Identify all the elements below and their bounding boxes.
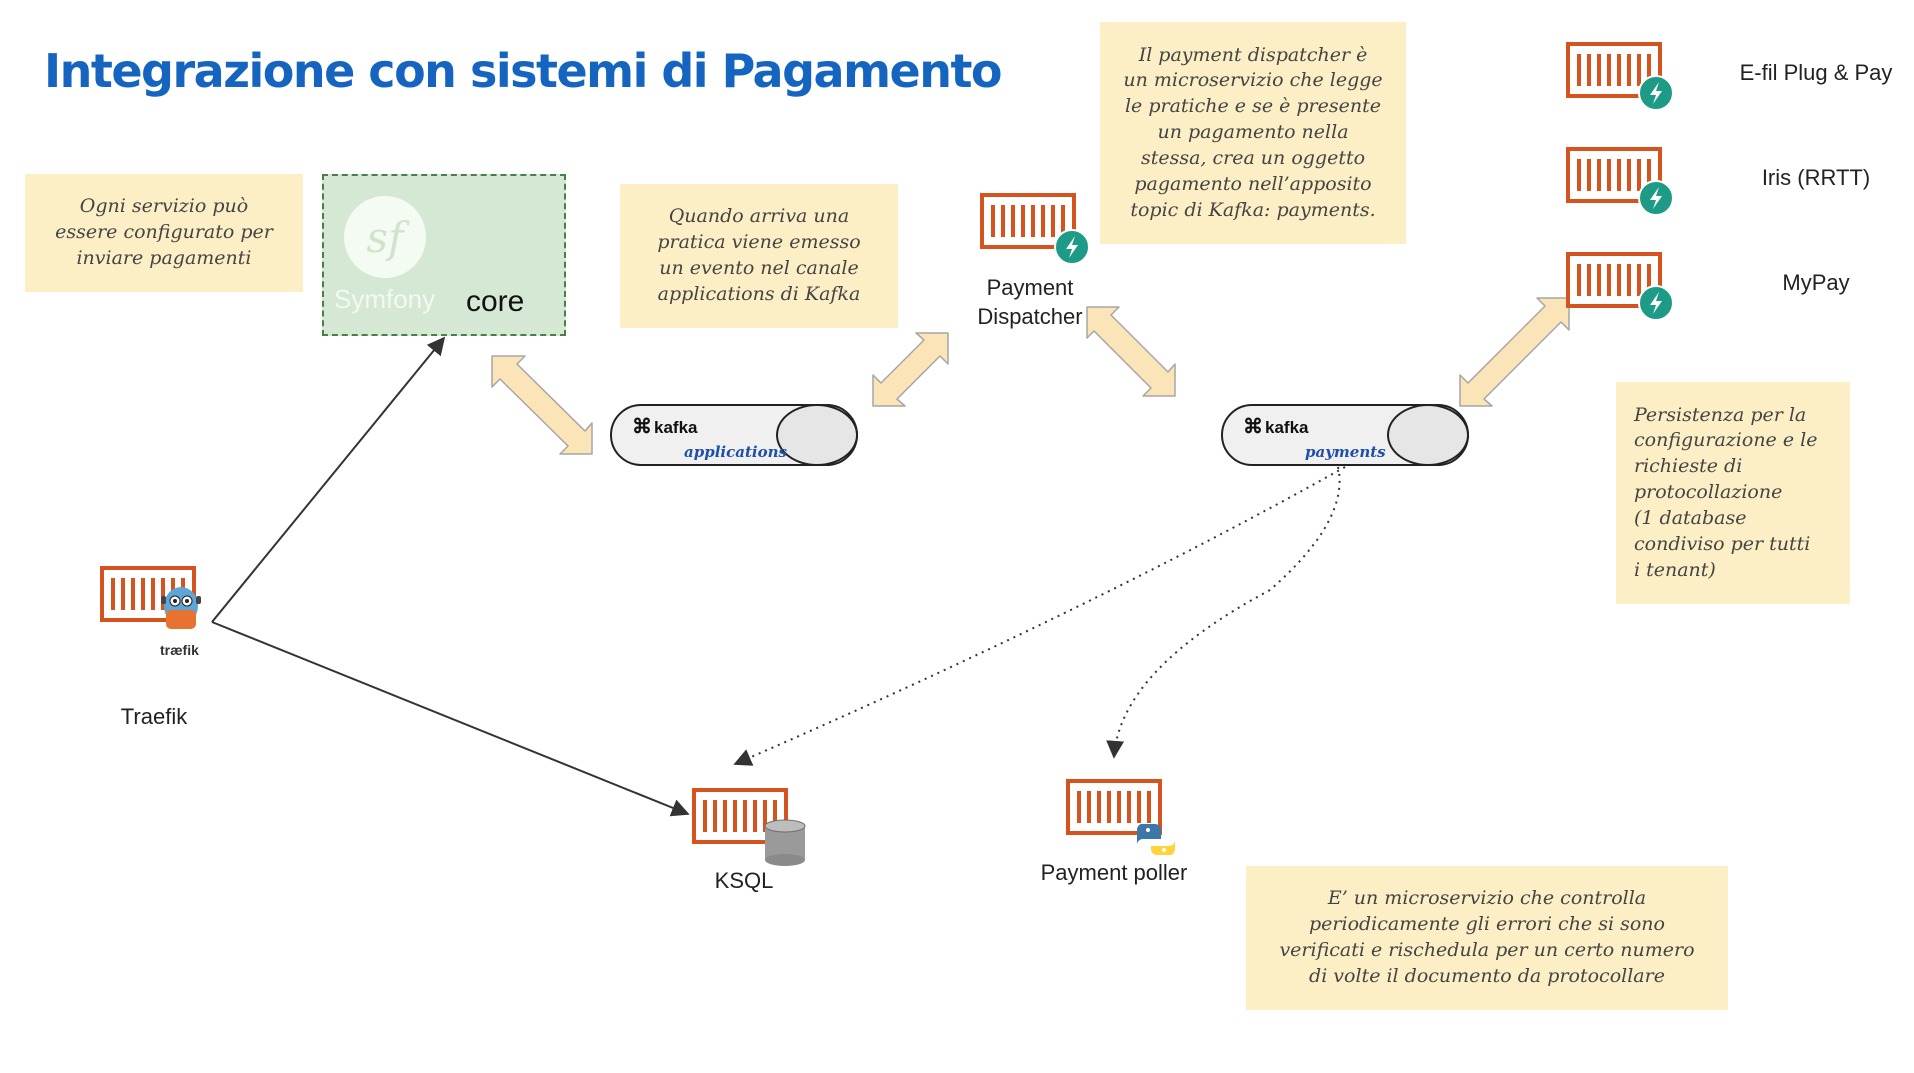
kafka-applications-topic: ⌘kafka applications	[610, 404, 858, 466]
fastapi-badge-icon	[1638, 180, 1674, 216]
provider-label-iris: Iris (RRTT)	[1761, 165, 1871, 190]
double-arrow-core-applications	[491, 355, 593, 455]
applications-topic-label: applications	[684, 443, 787, 461]
provider-label-efil: E-fil Plug & Pay	[1739, 60, 1893, 85]
dotted-arrow-payments-poller	[1106, 466, 1341, 759]
kafka-logo-icon: ⌘kafka	[632, 416, 698, 438]
note-persistence: Persistenza per la configurazione e le r…	[1616, 382, 1850, 604]
double-arrow-applications-dispatcher	[872, 332, 949, 407]
note-dispatcher-description: Il payment dispatcher è un microservizio…	[1100, 22, 1406, 244]
traefik-gopher-icon	[161, 587, 201, 629]
core-label: core	[466, 285, 525, 318]
page-title: Integrazione con sistemi di Pagamento	[44, 44, 1003, 98]
fastapi-badge-icon	[1638, 285, 1674, 321]
kafka-logo-icon: ⌘kafka	[1243, 416, 1309, 438]
kafka-cylinder-end	[776, 404, 858, 466]
database-cylinder-icon	[764, 819, 806, 866]
payments-topic-label: payments	[1305, 443, 1386, 461]
traefik-logo-text: træfik	[160, 642, 199, 658]
note-services: Ogni servizio può essere configurato per…	[25, 174, 303, 292]
ksql-label: KSQL	[714, 868, 774, 893]
double-arrow-dispatcher-payments	[1086, 306, 1176, 397]
note-applications-event: Quando arriva una pratica viene emesso u…	[620, 184, 898, 328]
provider-label-mypay: MyPay	[1782, 270, 1850, 295]
symfony-logo-icon: sf	[344, 196, 426, 278]
dotted-arrow-payments-ksql	[733, 466, 1346, 766]
arrow-traefik-core	[211, 336, 446, 623]
fastapi-badge-icon	[1638, 75, 1674, 111]
kafka-cylinder-end	[1387, 404, 1469, 466]
core-service-box: sf Symfony core	[322, 174, 566, 336]
payment-dispatcher-label: Payment Dispatcher	[977, 275, 1083, 329]
python-logo-icon	[1136, 824, 1176, 855]
payment-poller-label: Payment poller	[1040, 860, 1188, 885]
symfony-logo-text: Symfony	[334, 284, 436, 314]
kafka-payments-topic: ⌘kafka payments	[1221, 404, 1469, 466]
note-poller-description: E’ un microservizio che controlla period…	[1246, 866, 1728, 1010]
fastapi-badge-icon	[1054, 229, 1090, 265]
traefik-label: Traefik	[120, 704, 188, 729]
double-arrow-payments-providers	[1459, 297, 1570, 407]
arrow-traefik-ksql	[211, 621, 690, 817]
